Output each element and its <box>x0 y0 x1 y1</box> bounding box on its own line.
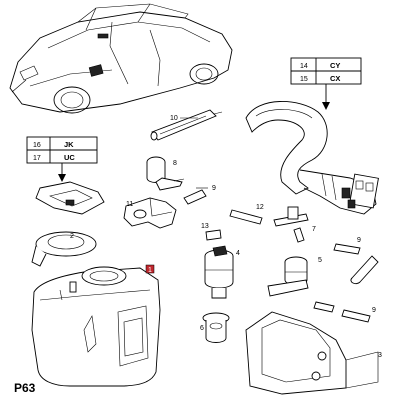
code-value-uc: UC <box>64 153 75 162</box>
callout-8: 8 <box>173 160 177 167</box>
code-value-jk: JK <box>64 140 74 149</box>
car-illustration <box>9 3 233 114</box>
callout-9-right: 9 <box>357 237 361 244</box>
code-pos-14: 14 <box>300 63 308 70</box>
part-8-pump: 8 <box>146 156 185 191</box>
part-1-reservoir: 1 <box>31 264 161 387</box>
part-10-nozzle: 10 <box>150 109 223 141</box>
callout-3: 3 <box>378 352 382 359</box>
callout-12: 12 <box>256 204 264 211</box>
callout-4: 4 <box>236 250 240 257</box>
code-pos-17: 17 <box>33 155 41 162</box>
callout-9-lower: 9 <box>372 307 376 314</box>
callout-7: 7 <box>312 226 316 233</box>
part-13-fitting: 13 <box>201 223 222 241</box>
code-value-cy: CY <box>330 61 340 70</box>
page-reference: P63 <box>14 381 36 395</box>
part-9-hose-upper: 9 <box>183 185 216 205</box>
part-2-cap: 2 <box>31 231 97 267</box>
callout-9-upper: 9 <box>212 185 216 192</box>
curved-hose <box>350 255 379 285</box>
callout-2: 2 <box>70 233 74 240</box>
part-3-bracket: 3 <box>245 311 382 395</box>
part-9-hose-lower: 9 <box>313 301 376 323</box>
callout-1-badge <box>145 264 155 274</box>
callout-13: 13 <box>201 223 209 230</box>
callout-1: 1 <box>148 267 152 274</box>
callout-5: 5 <box>318 257 322 264</box>
bracket-16-17 <box>35 181 105 215</box>
code-table-upper: 14 15 CY CX <box>290 57 362 110</box>
code-value-cx: CX <box>330 74 340 83</box>
code-table-lower: 16 17 JK UC <box>26 136 98 182</box>
part-12-hose: 12 <box>229 204 264 225</box>
callout-6: 6 <box>200 325 204 332</box>
part-9-hose-right: 9 <box>333 237 361 255</box>
part-5-pump: 5 <box>267 256 322 297</box>
code-pos-16: 16 <box>33 142 41 149</box>
callout-11: 11 <box>126 201 133 208</box>
code-pos-15: 15 <box>300 76 308 83</box>
part-7-connector: 7 <box>273 206 316 243</box>
callout-10: 10 <box>170 115 178 122</box>
part-6-grommet: 6 <box>200 312 230 343</box>
part-4-pump: 4 <box>204 245 240 299</box>
part-11-clip: 11 <box>123 197 177 229</box>
wiring-harness <box>245 101 379 215</box>
